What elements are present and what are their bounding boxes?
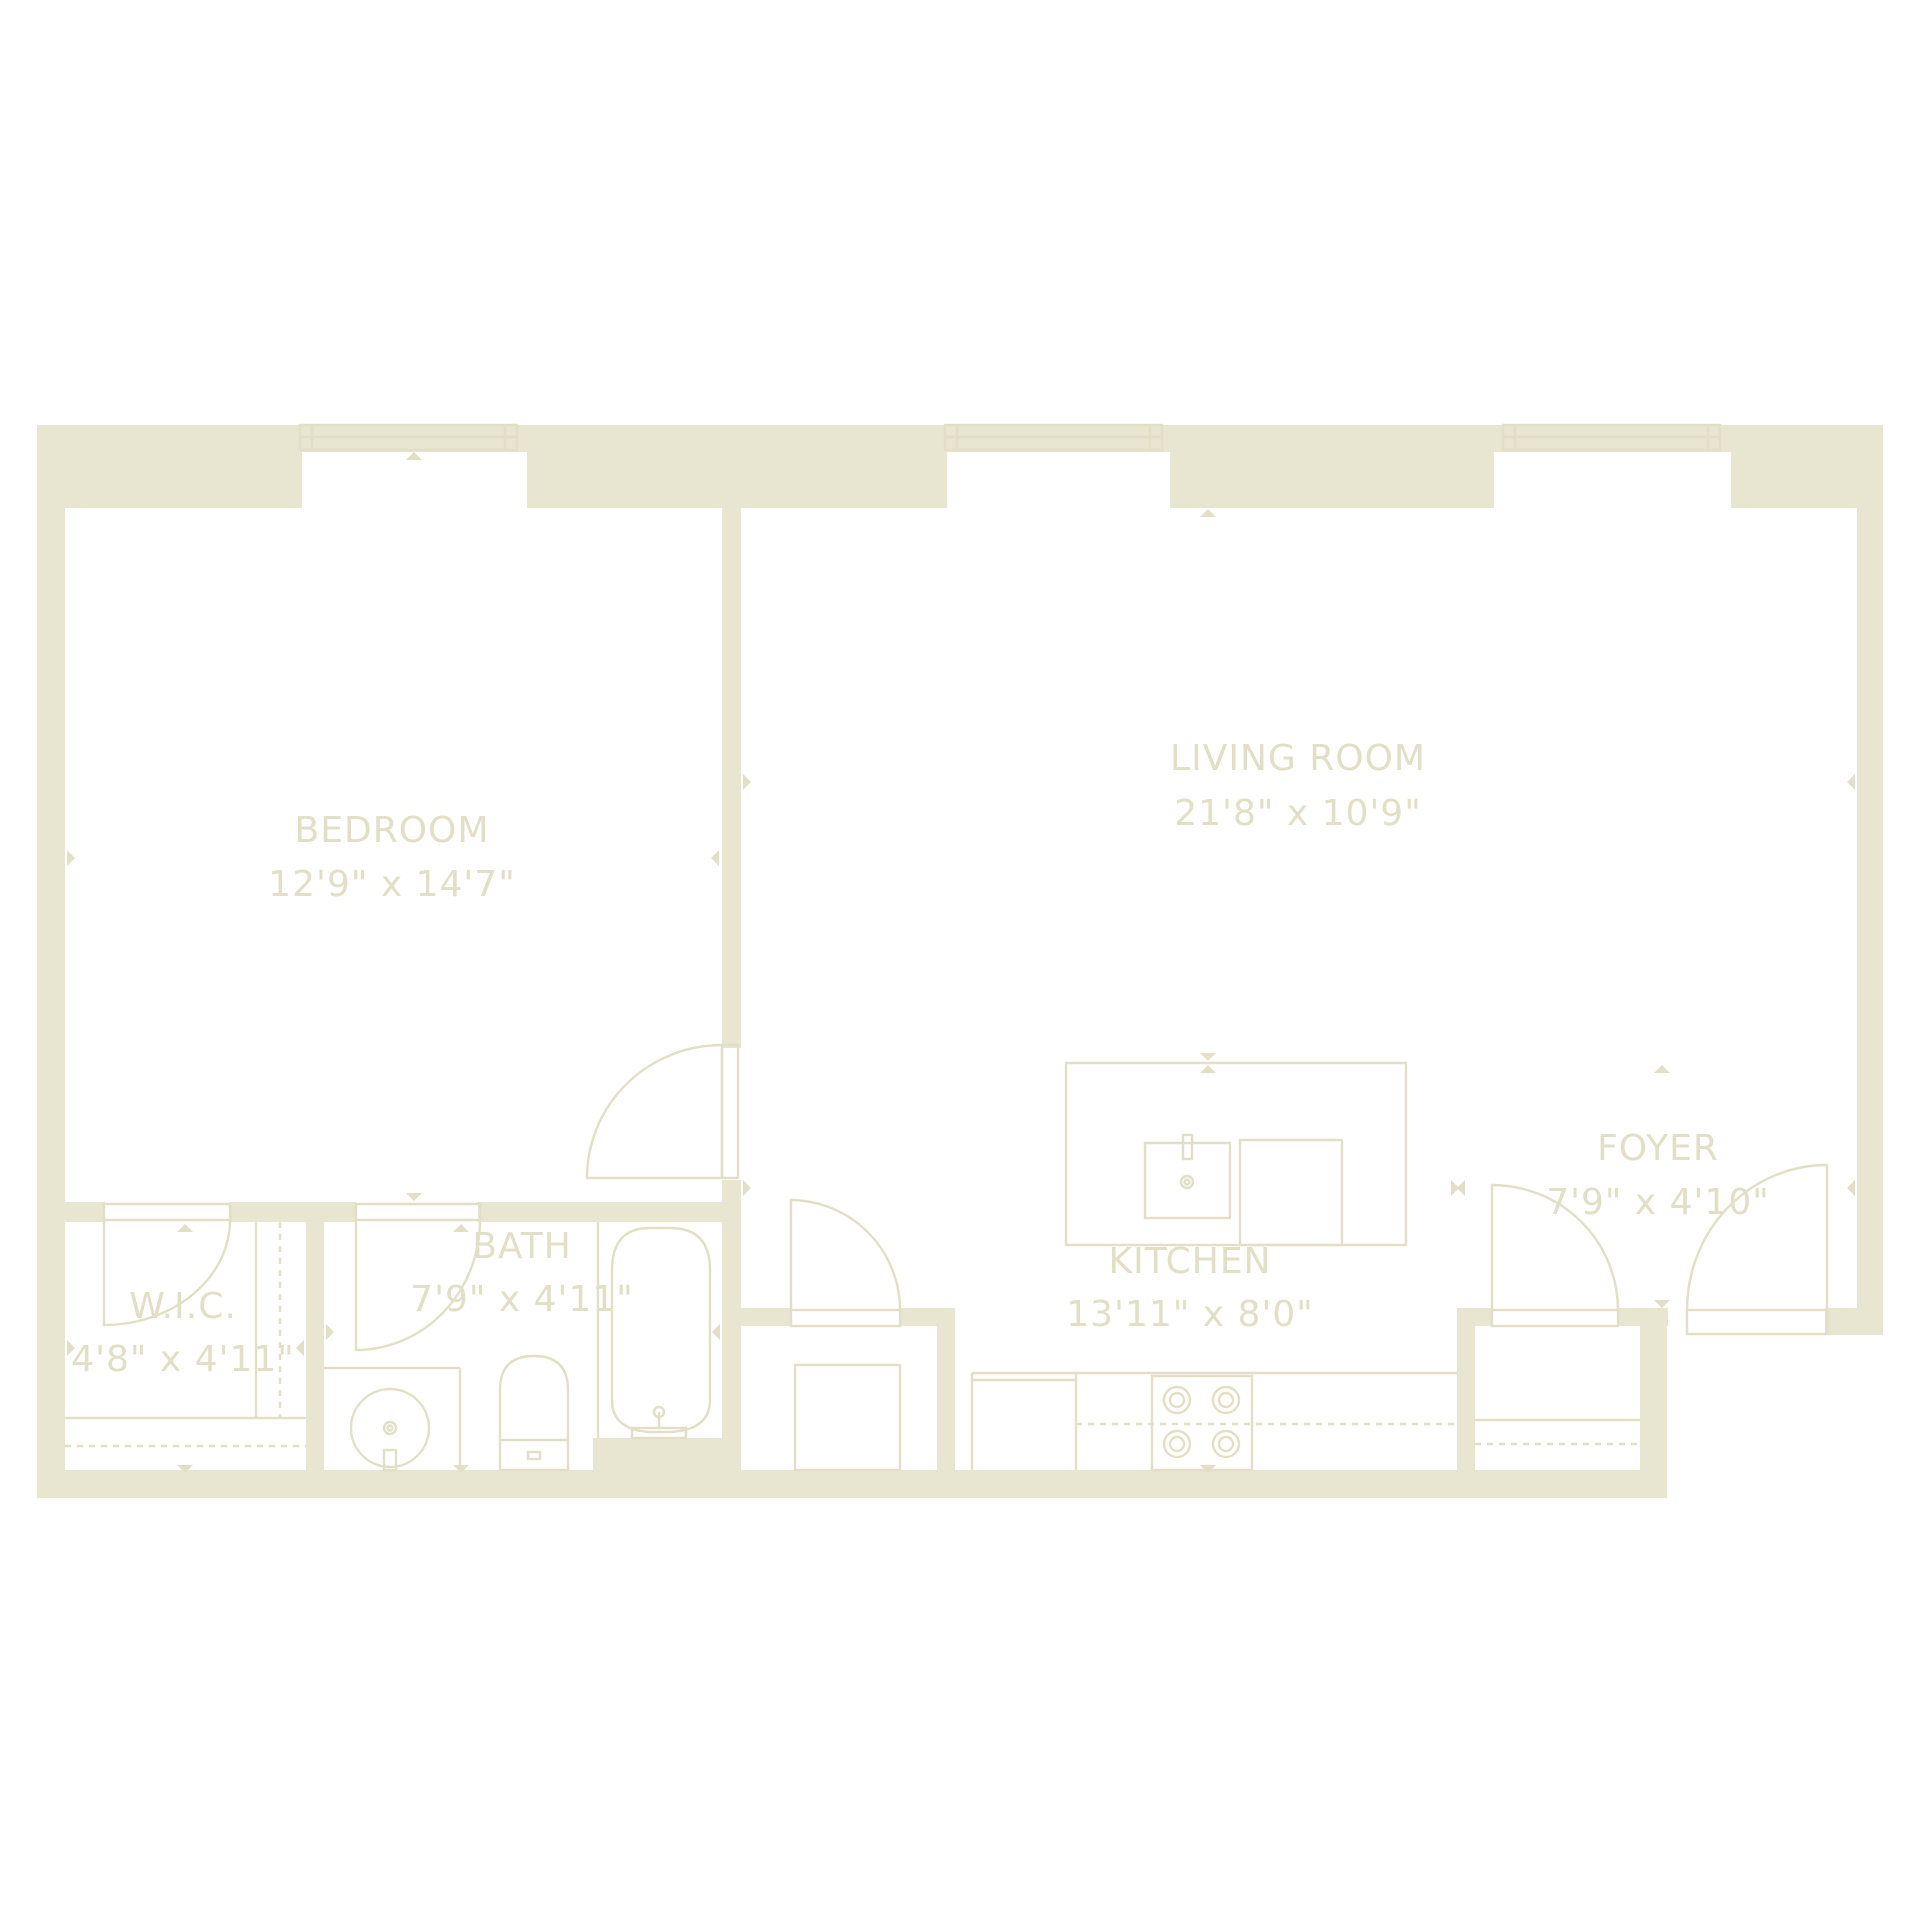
bath-vanity <box>324 1366 462 1472</box>
wic-dimensions: 4'8" x 4'11" <box>71 1339 295 1380</box>
marker-foyer-top <box>1654 1065 1670 1073</box>
kitchen-counter <box>970 1371 1457 1472</box>
window-bedroom <box>298 423 519 452</box>
bedroom-dimensions: 12'9" x 14'7" <box>268 864 516 905</box>
marker-bedroom-right <box>711 850 719 866</box>
left-wall <box>37 425 65 1498</box>
window-living-left <box>943 423 1164 452</box>
marker-wic-right <box>296 1340 304 1356</box>
top-wall-bedroom-right <box>527 425 947 508</box>
marker-kitchen-left <box>743 1180 751 1196</box>
wic-door <box>65 1202 306 1448</box>
marker-bath-right <box>712 1324 720 1340</box>
entry-door <box>1685 1163 1829 1336</box>
marker-wic-bottom <box>177 1465 193 1473</box>
kitchen-closet <box>789 1198 902 1472</box>
foyer-closet-top-right <box>1618 1308 1668 1326</box>
bath-door <box>354 1202 482 1352</box>
bottom-wall <box>37 1470 1667 1498</box>
bath-label: BATH <box>472 1226 572 1267</box>
bathtub <box>596 1222 712 1440</box>
room-labels: BEDROOM 12'9" x 14'7" LIVING ROOM 21'8" … <box>71 738 1770 1380</box>
tub-ledge <box>593 1438 723 1498</box>
toilet <box>498 1354 570 1472</box>
marker-island-top-b <box>1200 1065 1216 1073</box>
top-wall-left <box>37 425 302 508</box>
top-wall-strip-c <box>1494 425 1739 452</box>
marker-wic-left <box>67 1340 75 1356</box>
marker-living-left <box>743 774 751 790</box>
bedroom-door <box>585 1043 740 1180</box>
foyer-dimensions: 7'9" x 4'10" <box>1546 1182 1770 1223</box>
top-wall-strip-a <box>290 425 540 452</box>
kitchen-island <box>1064 1061 1408 1247</box>
closet-right-wall <box>937 1308 955 1498</box>
kitchen-label: KITCHEN <box>1109 1241 1272 1282</box>
bedroom-bottom-wall-right <box>478 1202 741 1222</box>
window-living-right <box>1501 423 1722 452</box>
top-wall-living-middle <box>1170 425 1494 508</box>
closet-top-wall-left <box>741 1308 791 1326</box>
bedroom-living-wall <box>722 508 741 1048</box>
bedroom-bottom-wall-left <box>37 1202 105 1222</box>
walls <box>37 425 1883 1498</box>
foyer-closet-wall-right <box>1640 1308 1667 1498</box>
marker-foyer-right <box>1847 1180 1855 1196</box>
bedroom-living-wall-lower <box>722 1180 741 1498</box>
bath-dimensions: 7'9" x 4'11" <box>410 1279 634 1320</box>
marker-wic-top <box>177 1224 193 1232</box>
living-room-dimensions: 21'8" x 10'9" <box>1174 793 1422 834</box>
marker-bedroom-top <box>406 452 422 460</box>
foyer-closet-top-left <box>1457 1308 1492 1326</box>
living-room-label: LIVING ROOM <box>1170 738 1426 779</box>
marker-kitchen-right <box>1451 1180 1459 1196</box>
marker-bedroom-bottom <box>406 1193 422 1201</box>
dimension-markers <box>67 452 1855 1473</box>
marker-foyer-bottom <box>1654 1300 1670 1308</box>
foyer-label: FOYER <box>1597 1128 1719 1169</box>
wic-bath-wall <box>306 1202 324 1498</box>
marker-kitchen-bottom <box>1200 1465 1216 1473</box>
bedroom-label: BEDROOM <box>295 810 490 851</box>
marker-bedroom-left <box>67 850 75 866</box>
marker-foyer-left <box>1457 1180 1465 1196</box>
marker-island-top <box>1200 1053 1216 1061</box>
top-wall-strip-b <box>935 425 1180 452</box>
fixtures <box>65 423 1829 1472</box>
kitchen-dimensions: 13'11" x 8'0" <box>1066 1294 1314 1335</box>
marker-living-right <box>1847 774 1855 790</box>
marker-living-top <box>1200 509 1216 517</box>
marker-bath-left <box>326 1324 334 1340</box>
foyer-closet <box>1475 1183 1640 1446</box>
entry-stub-right <box>1826 1308 1883 1335</box>
bedroom-bottom-wall-mid <box>230 1202 356 1222</box>
wic-label: W.I.C. <box>129 1286 237 1327</box>
right-wall <box>1857 425 1883 1335</box>
marker-bath-bottom <box>453 1465 469 1473</box>
foyer-closet-left-wall <box>1457 1308 1475 1498</box>
marker-bath-top <box>453 1224 469 1232</box>
